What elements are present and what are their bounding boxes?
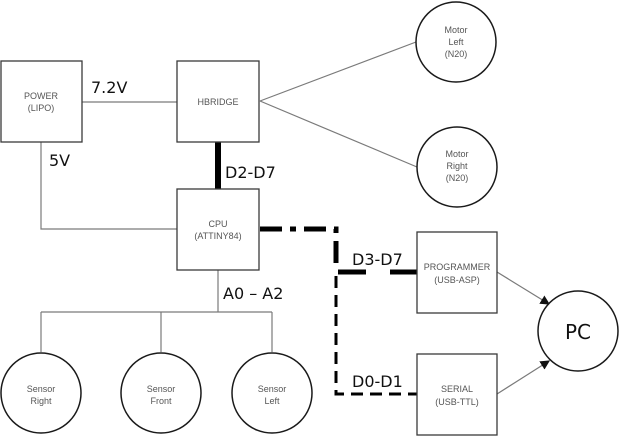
arrow-programmer-pc	[496, 271, 551, 305]
serial-sublabel: (USB-TTL)	[435, 397, 479, 407]
bus-cpu-programmer-upper	[260, 226, 339, 270]
node-sensor-right: Sensor Right	[0, 352, 82, 434]
node-programmer: PROGRAMMER (USB-ASP)	[416, 231, 498, 314]
sensor-left-sublabel: Left	[264, 396, 280, 406]
arrow-serial-pc	[496, 360, 551, 395]
node-sensor-left: Sensor Left	[231, 352, 313, 434]
wire-power-cpu	[40, 142, 177, 230]
sensor-front-sublabel: Front	[150, 396, 172, 406]
motor-left-label: Motor	[444, 25, 467, 35]
node-sensor-front: Sensor Front	[120, 352, 202, 434]
wire-hbridge-motor-right	[259, 100, 418, 168]
hbridge-label: HBRIDGE	[197, 97, 238, 107]
cpu-label: CPU	[208, 219, 227, 229]
pc-label: PC	[565, 320, 591, 344]
power-label: POWER	[24, 91, 59, 101]
node-motor-left: Motor Left (N20)	[415, 1, 497, 83]
motor-left-sublabel: Left	[448, 37, 464, 47]
label-d3-d7: D3-D7	[352, 250, 403, 269]
node-serial: SERIAL (USB-TTL)	[416, 353, 498, 436]
node-power: POWER (LIPO)	[0, 60, 83, 143]
power-sublabel: (LIPO)	[28, 103, 55, 113]
serial-label: SERIAL	[441, 384, 473, 394]
label-d2-d7: D2-D7	[225, 163, 276, 182]
sensor-left-label: Sensor	[258, 384, 287, 394]
node-cpu: CPU (ATTINY84)	[176, 188, 260, 271]
sensor-right-label: Sensor	[27, 384, 56, 394]
node-motor-right: Motor Right (N20)	[416, 126, 498, 208]
node-hbridge: HBRIDGE	[176, 60, 260, 143]
motor-right-label: Motor	[445, 149, 468, 159]
label-7-2v: 7.2V	[91, 78, 127, 97]
wire-hbridge-motor-left	[259, 41, 417, 102]
bus-cpu-serial	[334, 276, 417, 396]
programmer-label: PROGRAMMER	[424, 262, 491, 272]
node-pc: PC	[537, 290, 619, 372]
programmer-sublabel: (USB-ASP)	[434, 275, 480, 285]
label-5v: 5V	[49, 151, 70, 170]
sensor-front-label: Sensor	[147, 384, 176, 394]
label-d0-d1: D0-D1	[352, 372, 403, 391]
sensor-right-sublabel: Right	[30, 396, 52, 406]
label-a0-a2: A0 – A2	[223, 284, 283, 303]
motor-right-model: (N20)	[446, 173, 469, 183]
motor-right-sublabel: Right	[446, 161, 468, 171]
motor-left-model: (N20)	[445, 49, 468, 59]
cpu-sublabel: (ATTINY84)	[194, 231, 241, 241]
